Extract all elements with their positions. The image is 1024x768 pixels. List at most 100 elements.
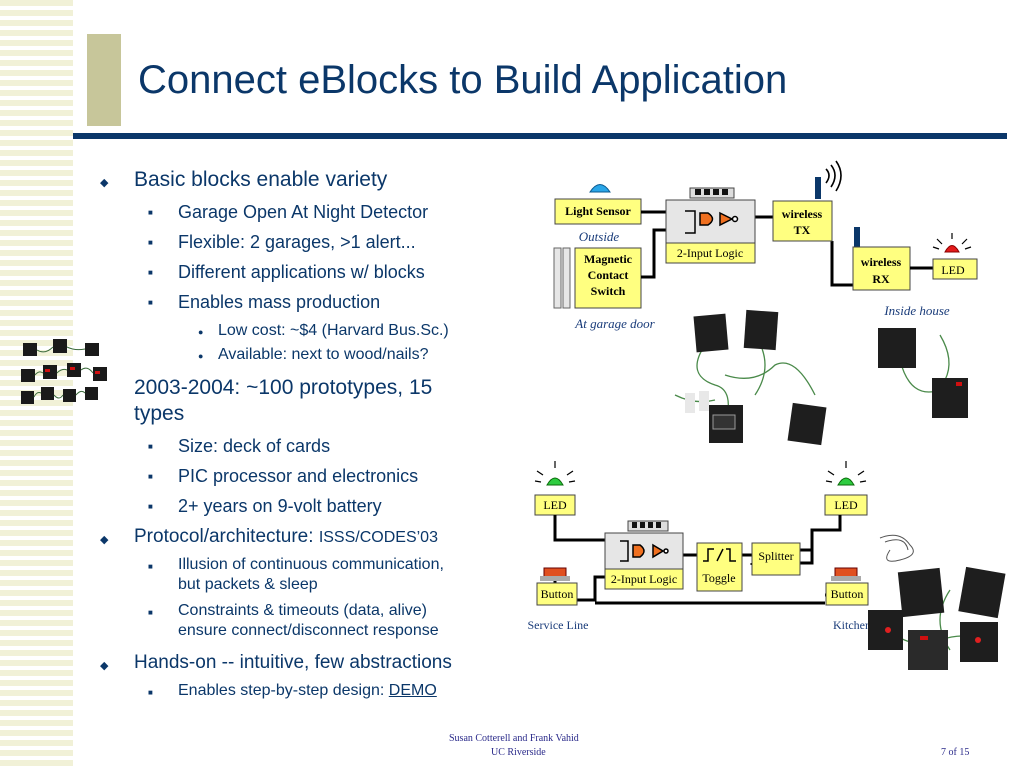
light-sensor-block [554,198,642,225]
eblocks-collection-photo [21,339,107,404]
logic-label-box [604,568,684,590]
bullet-hands-on: Hands-on -- intuitive, few abstractions [134,652,452,673]
outside-label: Outside [579,229,620,244]
dot-bullet-icon: ● [198,327,204,337]
square-bullet-icon: ■ [148,238,153,247]
led-label: LED [941,263,965,277]
square-bullet-icon: ■ [148,608,153,617]
square-bullet-icon: ■ [148,562,153,571]
logic-label-box [665,242,756,264]
wireless-rx-block [852,246,911,291]
sub-bullet-flexible: Flexible: 2 garages, >1 alert... [178,232,416,252]
sub-bullet-constraints: Constraints & timeouts (data, alive) [178,602,427,619]
square-bullet-icon: ■ [148,208,153,217]
house-blocks-photo [878,328,968,418]
led-green-icon [534,461,576,486]
button-left-label: Button [541,587,574,601]
inside-house-label: Inside house [883,303,950,318]
splitter-label: Splitter [758,549,793,563]
toggle-icon [703,548,736,562]
diamond-bullet-icon: ◆ [100,177,109,189]
garage-door-label: At garage door [574,316,655,331]
bullet-basic-blocks: Basic blocks enable variety [134,168,388,191]
button-right-label: Button [831,587,864,601]
toggle-label: Toggle [702,571,735,585]
dot-bullet-icon: ● [198,351,204,361]
sub-bullet-illusion: Illusion of continuous communication, [178,556,444,573]
push-button-icon [831,567,861,581]
protocol-reference: ISSS/CODES’03 [318,529,438,546]
wireless-tx-block [772,200,833,242]
square-bullet-icon: ■ [148,268,153,277]
logic-gate-icon [685,210,739,234]
wireless-tx-label-1: wireless [782,207,823,221]
light-sensor-label: Light Sensor [565,204,631,218]
square-bullet-icon: ■ [148,298,153,307]
button-right-block [825,582,869,606]
diamond-bullet-icon: ◆ [100,660,109,672]
title-rule [73,133,1007,139]
magnetic-switch-block [574,247,642,309]
magnetic-label-2: Contact [588,268,629,282]
square-bullet-icon: ■ [148,502,153,511]
square-bullet-icon: ■ [148,688,153,697]
sub-bullet-applications: Different applications w/ blocks [178,262,425,282]
sub-bullet-battery: 2+ years on 9-volt battery [178,496,382,516]
led-left-label: LED [543,498,567,512]
kitchen-label: Kitchen [833,618,871,632]
light-sensor-dome-icon [589,184,611,193]
splitter-block [751,542,801,576]
magnet-bar-icon [562,247,571,309]
wireless-signal-icon [825,160,842,192]
sub-sub-bullet-available: Available: next to wood/nails? [218,346,429,363]
magnetic-label-1: Magnetic [584,252,633,266]
bullet-prototypes: 2003-2004: ~100 prototypes, 15 [134,376,433,399]
logic-dip-switch-icon [627,520,669,532]
antenna-icon [815,177,821,199]
toggle-block [696,542,743,592]
diamond-bullet-icon: ◆ [100,534,109,546]
garage-detector-diagram: Light Sensor Outside Magnetic Contact Sw… [553,160,978,331]
logic-dip-switch-icon [689,187,735,199]
demo-link[interactable]: DEMO [388,682,437,699]
protocol-label: Protocol/architecture: [134,526,319,547]
led-alarm-icon [932,233,972,253]
sub-bullet-size: Size: deck of cards [178,436,331,456]
square-bullet-icon: ■ [148,442,153,451]
magnetic-label-3: Switch [591,284,626,298]
wireless-tx-label-2: TX [794,223,811,237]
sub-bullet-step-by-step: Enables step-by-step design: DEMO [178,682,437,700]
footer-authors: Susan Cotterell and Frank Vahid [449,733,579,744]
led-right-block [824,494,868,516]
kitchen-blocks-photo [868,534,1006,670]
magnet-bar-icon [553,247,562,309]
garage-blocks-photo [674,309,827,446]
antenna-icon [854,227,860,247]
led-block [932,258,978,280]
service-line-diagram: LED LED 2-Input Logic Toggle Splitte [528,461,871,632]
title-accent-block [87,34,121,126]
sub-bullet-constraints-cont: ensure connect/disconnect response [178,622,439,639]
wireless-rx-label-1: wireless [861,255,902,269]
sub-bullet-pic: PIC processor and electronics [178,466,419,486]
decorative-stripes [0,0,73,768]
led-green-icon [825,461,867,486]
logic-label: 2-Input Logic [611,572,677,586]
logic-gate-icon [620,540,669,562]
bullet-prototypes-cont: types [134,402,185,425]
bullet-protocol: Protocol/architecture: ISSS/CODES’03 [134,526,438,548]
logic-label: 2-Input Logic [677,246,743,260]
push-button-icon [540,567,570,581]
sub-bullet-mass-production: Enables mass production [178,292,381,312]
button-left-block [536,582,578,606]
wireless-rx-label-2: RX [872,272,890,286]
step-by-step-label: Enables step-by-step design: [178,682,389,699]
sub-bullet-illusion-cont: but packets & sleep [178,576,318,593]
slide-title: Connect eBlocks to Build Application [138,58,788,102]
footer-page-number: 7 of 15 [941,747,970,758]
sub-sub-bullet-low-cost: Low cost: ~$4 (Harvard Bus.Sc.) [218,322,449,339]
square-bullet-icon: ■ [148,472,153,481]
sub-bullet-garage: Garage Open At Night Detector [178,202,429,222]
footer-institution: UC Riverside [491,747,546,758]
led-right-label: LED [834,498,858,512]
